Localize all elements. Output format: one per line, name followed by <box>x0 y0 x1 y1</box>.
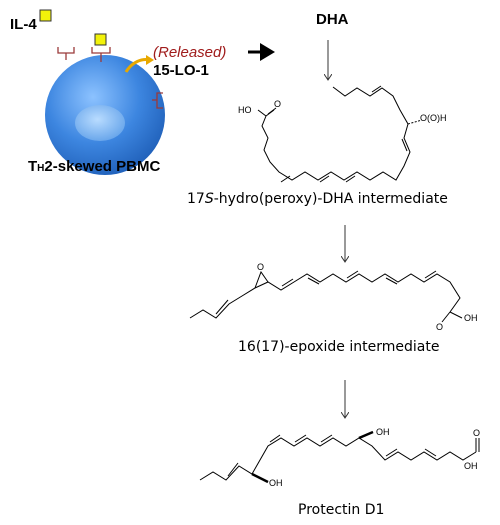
receptor-left <box>57 47 75 60</box>
structure-epoxide <box>189 270 463 323</box>
released-label: (Released) <box>153 44 227 61</box>
pbmc-cell <box>45 55 165 175</box>
acid-o-label-1: O <box>274 99 282 109</box>
enzyme-label: 15-LO-1 <box>153 62 209 79</box>
pd1-oh-label-1: OH <box>376 427 390 437</box>
dha-label: DHA <box>316 11 349 28</box>
acid-oh-label-2: OH <box>464 313 478 323</box>
intermediate2-label: 16(17)-epoxide intermediate <box>238 339 440 355</box>
receptor-right <box>152 92 163 109</box>
structure-protectin-d1 <box>199 430 480 484</box>
il4-label: IL-4 <box>10 16 37 33</box>
pd1-acid-o-label: O <box>473 428 481 438</box>
cell-nucleus <box>75 105 125 141</box>
il4-molecule-1 <box>39 9 52 22</box>
pd1-oh-label-2: OH <box>269 478 283 488</box>
receptor-top <box>91 47 111 62</box>
structure-hydroperoxy-dha <box>257 85 423 183</box>
epoxide-o-label: O <box>257 262 265 272</box>
il4-molecule-2 <box>94 33 107 46</box>
cell-label: TH2-skewed PBMC <box>28 158 161 175</box>
pd1-acid-oh-label: OH <box>464 461 478 471</box>
hydroperoxide-label: O(O)H <box>420 113 447 123</box>
acid-oh-label-1: HO <box>238 105 252 115</box>
acid-o-label-2: O <box>436 322 444 332</box>
intermediate1-label: 17S-hydro(peroxy)-DHA intermediate <box>187 191 448 207</box>
product-label: Protectin D1 <box>298 502 385 518</box>
